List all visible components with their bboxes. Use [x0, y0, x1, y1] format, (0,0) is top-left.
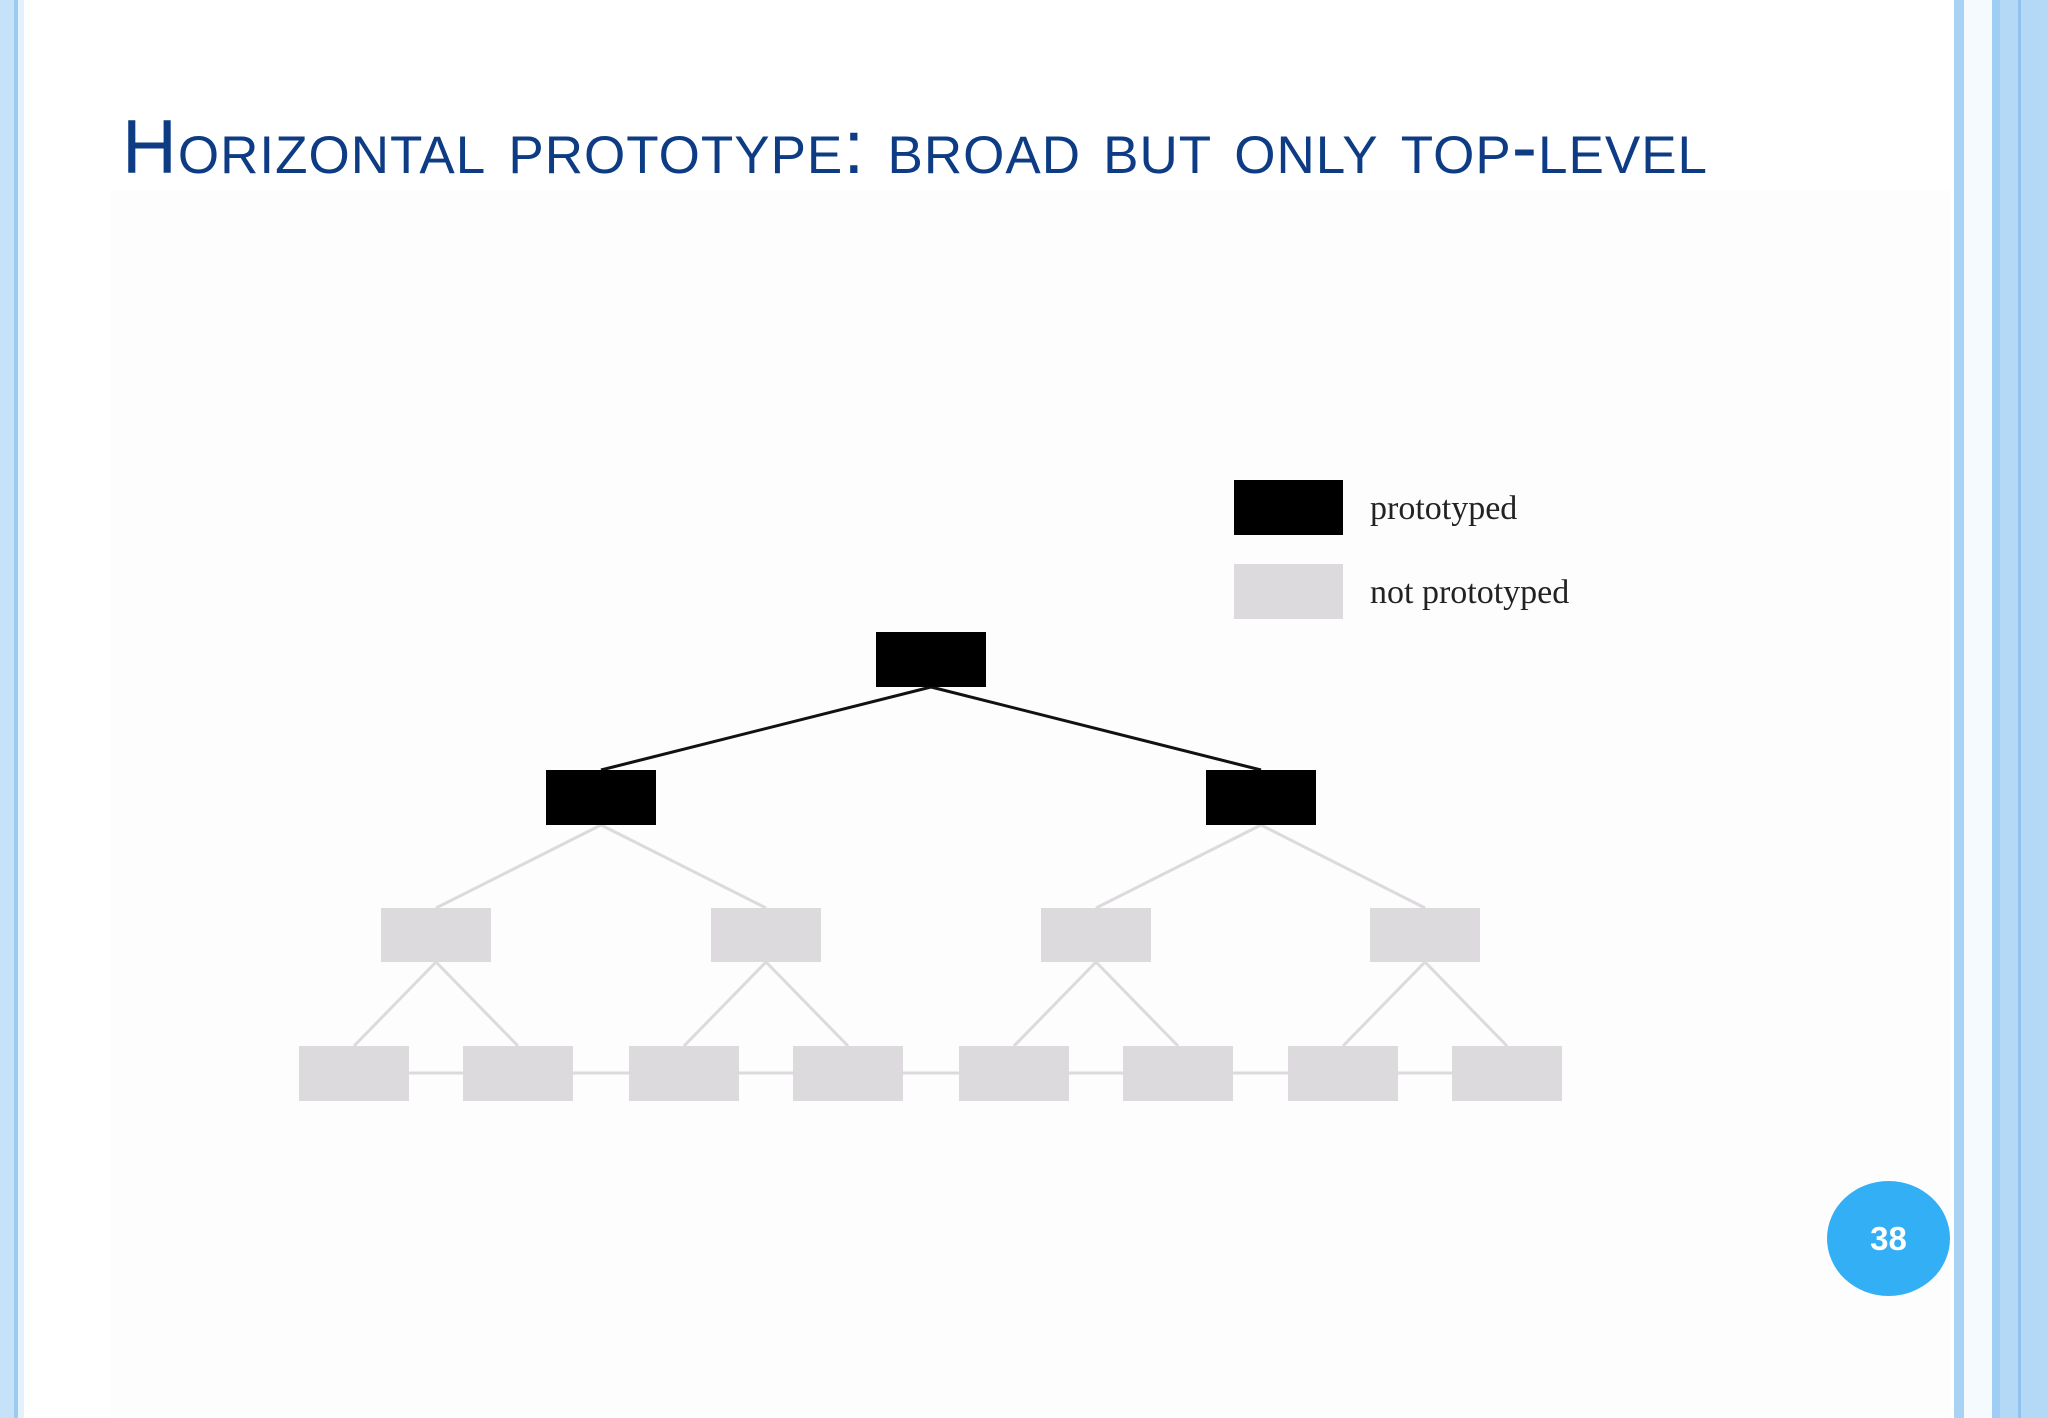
legend-label-not-prototyped: not prototyped [1370, 574, 1569, 611]
tree-node-l4-2 [463, 1046, 573, 1101]
left-border-decoration [0, 0, 26, 1418]
tree-node-l4-1 [299, 1046, 409, 1101]
connectors-level-3-4 [352, 960, 1509, 1048]
tree-node-l4-6 [1123, 1046, 1233, 1101]
connectors-level-2-3 [435, 823, 1426, 910]
tree-node-root [876, 632, 986, 687]
legend-swatch-prototyped [1234, 480, 1343, 535]
figure-background [110, 190, 1950, 1418]
tree-node-l3-3 [1041, 908, 1151, 962]
connectors-level-1-2 [600, 685, 1262, 772]
tree-node-l3-1 [381, 908, 491, 962]
legend-label-prototyped: prototyped [1370, 490, 1517, 527]
tree-node-l4-4 [793, 1046, 903, 1101]
legend-swatch-not-prototyped [1234, 564, 1343, 619]
right-border-decoration [1954, 0, 2048, 1418]
legend: prototyped not prototyped [1234, 480, 1569, 619]
slide-title: Horizontal prototype: broad but only top… [122, 105, 1709, 190]
tree-node-l4-7 [1288, 1046, 1398, 1101]
tree-node-l2-left [546, 770, 656, 825]
tree-node-l4-5 [959, 1046, 1069, 1101]
tree-node-l2-right [1206, 770, 1316, 825]
tree-node-l4-3 [629, 1046, 739, 1101]
page-number-badge: 38 [1827, 1181, 1950, 1296]
tree-node-l3-2 [711, 908, 821, 962]
tree-node-l4-8 [1452, 1046, 1562, 1101]
tree-node-l3-4 [1370, 908, 1480, 962]
